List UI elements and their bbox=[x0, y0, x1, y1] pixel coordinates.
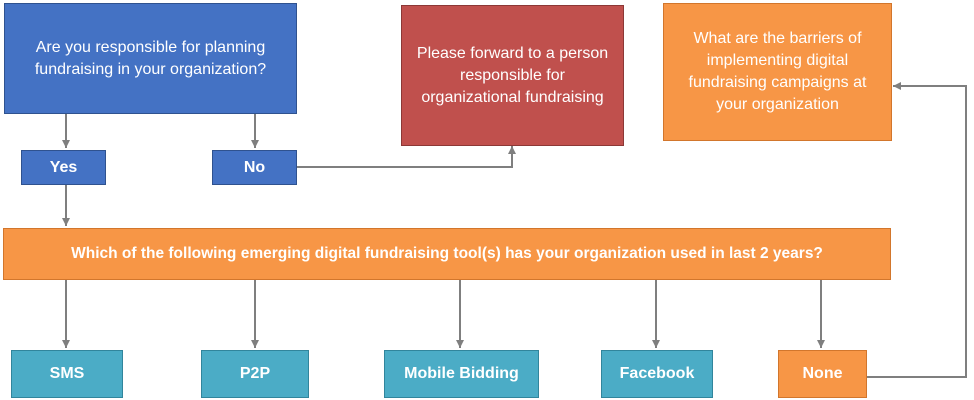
yes-answer-label: Yes bbox=[49, 158, 78, 176]
tool-label-none: None bbox=[802, 365, 843, 382]
tool-label-mobile-bidding: Mobile Bidding bbox=[404, 365, 519, 382]
tool-box-mobile-bidding: Mobile Bidding bbox=[384, 350, 539, 398]
tool-box-p2p: P2P bbox=[201, 350, 309, 398]
barriers-question-box: What are the barriers of implementing di… bbox=[663, 3, 892, 141]
barriers-question-text: What are the barriers of implementing di… bbox=[688, 30, 867, 113]
tool-box-none: None bbox=[778, 350, 867, 398]
tool-label-sms: SMS bbox=[49, 365, 85, 382]
responsibility-question-text: Are you responsible for planning fundrai… bbox=[34, 38, 267, 78]
yes-answer-box: Yes bbox=[21, 150, 106, 185]
tools-question-banner: Which of the following emerging digital … bbox=[3, 228, 891, 280]
forward-instruction-box: Please forward to a person responsible f… bbox=[401, 5, 624, 146]
tool-label-p2p: P2P bbox=[239, 365, 271, 382]
forward-instruction-text: Please forward to a person responsible f… bbox=[416, 44, 609, 106]
tool-box-facebook: Facebook bbox=[601, 350, 713, 398]
arrow-none-to-barriers bbox=[867, 82, 967, 378]
tool-box-sms: SMS bbox=[11, 350, 123, 398]
tool-label-facebook: Facebook bbox=[619, 365, 695, 382]
tools-question-text: Which of the following emerging digital … bbox=[71, 245, 823, 262]
arrow-no-to-forward bbox=[297, 146, 516, 168]
responsibility-question-box: Are you responsible for planning fundrai… bbox=[4, 3, 297, 114]
no-answer-label: No bbox=[243, 158, 266, 176]
no-answer-box: No bbox=[212, 150, 297, 185]
